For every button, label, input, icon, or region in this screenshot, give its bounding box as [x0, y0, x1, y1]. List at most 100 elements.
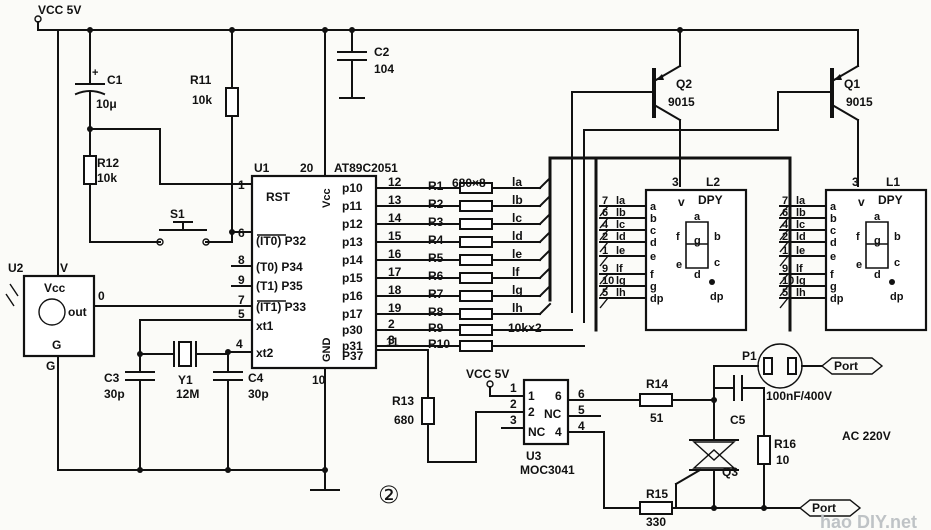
display-seg-0-0: a: [650, 201, 657, 213]
u3-pin-1: 1: [510, 381, 517, 395]
display-pin-0-3: 2: [602, 231, 608, 243]
display-seg-1-4: e: [830, 251, 836, 263]
display-pinline-1-7: lh: [796, 287, 806, 299]
c2-capacitor: C2 104: [337, 29, 394, 99]
segment-line-4: ld: [512, 229, 523, 243]
mcu-pin-9: 9: [238, 273, 245, 287]
mcu-pin-3: 3: [388, 333, 395, 347]
resistor-base-value: 10k×2: [508, 321, 542, 335]
sensor-g-pin: G: [46, 359, 55, 373]
display-seg-1-2: c: [830, 225, 836, 237]
mcu-gnd: GND: [321, 338, 333, 363]
reset-network: + C1 10μ R12 10k: [74, 29, 253, 246]
sensor-gnd: G: [52, 338, 61, 352]
display-pinline-1-5: lf: [796, 263, 803, 275]
resistor-ref-6: R6: [428, 269, 444, 283]
display-pin-1-1: 6: [782, 207, 788, 219]
sensor-out-net: 0: [98, 289, 105, 303]
u3-label-4: 4: [555, 425, 562, 439]
c3-value: 30p: [104, 387, 125, 401]
display-pinline-1-2: lc: [796, 219, 805, 231]
resistor-array-value: 680×8: [452, 176, 486, 190]
u3-label-2: 2: [528, 405, 535, 419]
display-inner-0-7: dp: [710, 291, 724, 303]
r14-resistor: [639, 393, 673, 407]
resistor-r8: [459, 308, 493, 320]
mcu-port-p17: p17: [342, 307, 363, 321]
transistor-q1: Q1 9015: [583, 29, 873, 323]
display-ref-0: L2: [706, 175, 720, 189]
display-seg-0-6: g: [650, 281, 657, 293]
mcu-port-p12: p12: [342, 217, 363, 231]
display-inner-0-5: f: [676, 231, 680, 243]
display-pinline-1-0: la: [796, 195, 806, 207]
sensor-ref: U2: [8, 261, 24, 275]
resistor-r7: [459, 290, 493, 302]
display-pinline-1-4: le: [796, 245, 805, 257]
mcu-port-p37: P37: [342, 349, 364, 363]
y1-ref: Y1: [178, 373, 193, 387]
port-bottom: [798, 499, 862, 517]
display-body-0: [644, 188, 748, 332]
port-bottom-label: Port: [812, 501, 836, 515]
display-title-1: DPY: [878, 193, 903, 207]
display-pin-1-5: 9: [782, 263, 788, 275]
mcu-port-p16: p16: [342, 289, 363, 303]
resistor-r5: [459, 254, 493, 266]
r15-resistor: [639, 501, 673, 515]
segment-line-2: lb: [512, 193, 523, 207]
display-pinline-1-6: lg: [796, 275, 806, 287]
mcu-ref: U1: [254, 161, 270, 175]
display-pin-0-4: 1: [602, 245, 608, 257]
c4-ref: C4: [248, 371, 264, 385]
display-pin-0-5: 9: [602, 263, 608, 275]
u3-part: MOC3041: [520, 463, 575, 477]
display-inner-1-0: a: [874, 211, 881, 223]
resistor-r2: [459, 200, 493, 212]
q3-ref: Q3: [722, 465, 738, 479]
q2-ref: Q2: [676, 77, 692, 91]
triac-q3: [692, 441, 736, 461]
c5-ref: C5: [730, 413, 746, 427]
display-pin-0-6: 10: [602, 275, 614, 287]
port-top-label: Port: [834, 359, 858, 373]
segment-line-7: lg: [512, 283, 523, 297]
s1-ref: S1: [170, 207, 185, 221]
c4-value: 30p: [248, 387, 269, 401]
segment-bus: [548, 156, 792, 332]
resistor-r10: [459, 340, 493, 352]
display-v-0: v: [678, 195, 685, 209]
display-seg-0-3: d: [650, 237, 657, 249]
y1-value: 12M: [176, 387, 199, 401]
display-com-pin-1: 3: [852, 175, 859, 189]
mcu-port-p13: p13: [342, 235, 363, 249]
mcu-body: [250, 174, 378, 370]
display-pinline-0-0: la: [616, 195, 626, 207]
mcu-pin-5: 5: [238, 307, 245, 321]
display-seg-1-0: a: [830, 201, 837, 213]
mcu-gnd-pin: 10: [312, 373, 326, 387]
mcu-port-p15: p15: [342, 271, 363, 285]
u3-ref: U3: [526, 449, 542, 463]
display-inner-1-7: dp: [890, 291, 904, 303]
display-com-pin-0: 3: [672, 175, 679, 189]
segment-line-1: la: [512, 175, 522, 189]
u3-vcc-label: VCC 5V: [466, 367, 509, 381]
r14-value: 51: [650, 411, 664, 425]
r15-value: 330: [646, 515, 666, 529]
display-inner-1-5: f: [856, 231, 860, 243]
display-pinline-0-5: lf: [616, 263, 623, 275]
c2-value: 104: [374, 62, 394, 76]
display-pinline-0-4: le: [616, 245, 625, 257]
display-pinline-0-7: lh: [616, 287, 626, 299]
resistor-ref-1: R1: [428, 179, 444, 193]
u3-pin-5: 5: [578, 403, 585, 417]
mcu-xt1: xt1: [256, 319, 274, 333]
sensor-v-pin: V: [60, 261, 68, 275]
display-inner-1-3: d: [874, 269, 881, 281]
display-seg-1-6: g: [830, 281, 837, 293]
mcu-port-p33: (IT1) P33: [256, 300, 306, 314]
triac-driver: 11 R13 680 VCC 5V U3 MOC3041 1 2 3 1 2 N…: [375, 335, 891, 529]
display-seg-1-5: f: [830, 269, 834, 281]
